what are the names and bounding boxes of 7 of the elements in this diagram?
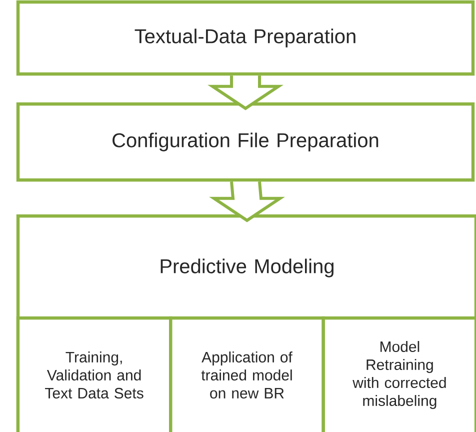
block-arrow [209, 180, 285, 222]
step-box: Training, Validation and Text Data Sets [16, 316, 172, 432]
step-box: Model Retraining with corrected mislabeling [322, 316, 476, 432]
process-box: Textual-Data Preparation [16, 0, 475, 76]
block-arrow [208, 74, 284, 110]
step-box: Application of trained model on new BR [169, 316, 325, 432]
process-box: Configuration File Preparation [16, 102, 475, 182]
